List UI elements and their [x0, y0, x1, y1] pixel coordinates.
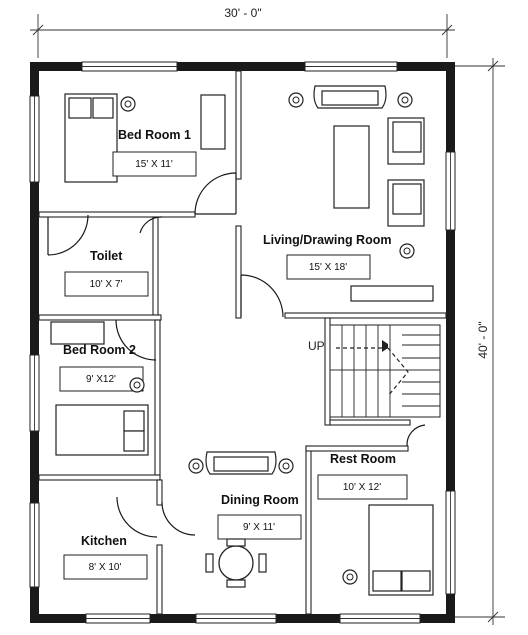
- windows: [29, 61, 456, 624]
- overall-width-label: 30' - 0": [224, 6, 261, 20]
- chair: [205, 553, 214, 573]
- kitchen: Kitchen 8' X 10': [63, 534, 148, 580]
- window-left-kitchen: [29, 502, 40, 588]
- interior-walls: [38, 70, 447, 615]
- window-top-left: [81, 61, 178, 72]
- width-dimension: 30' - 0": [30, 6, 455, 58]
- room-size-rest: 10' X 12': [343, 482, 381, 493]
- room-name-rest: Rest Room: [330, 452, 396, 466]
- room-name-toilet: Toilet: [90, 249, 123, 263]
- window-right-rest: [445, 490, 456, 595]
- window-left-bedroom1: [29, 95, 40, 183]
- window-bottom-kitchen: [85, 613, 151, 624]
- living-room: Living/Drawing Room 15' X 18': [263, 85, 434, 302]
- window-top-right: [304, 61, 398, 72]
- window-right-living: [445, 151, 456, 231]
- room-size-kitchen: 8' X 10': [89, 562, 122, 573]
- bedroom-2: Bed Room 2 9' X12': [50, 321, 149, 456]
- window-bottom-rest: [339, 613, 421, 624]
- stair-up-label: UP: [308, 339, 325, 353]
- room-size-living: 15' X 18': [309, 262, 347, 273]
- window-bottom-dining: [195, 613, 277, 624]
- staircase: UP: [308, 324, 441, 418]
- chair: [258, 553, 267, 573]
- depth-dimension: 40' - 0": [455, 58, 505, 625]
- coffee-table: [333, 125, 370, 209]
- room-size-toilet: 10' X 7': [90, 279, 123, 290]
- chair: [226, 538, 246, 547]
- tv-unit: [350, 285, 434, 302]
- toilet: Toilet 10' X 7': [64, 249, 149, 297]
- room-size-bedroom1: 15' X 11': [135, 159, 173, 170]
- chair: [226, 579, 246, 588]
- room-size-bedroom2: 9' X12': [86, 374, 116, 385]
- room-name-kitchen: Kitchen: [81, 534, 127, 548]
- room-name-bedroom2: Bed Room 2: [63, 343, 136, 357]
- room-size-dining: 9' X 11': [243, 522, 275, 533]
- rest-room: Rest Room 10' X 12': [317, 452, 434, 596]
- doors: [47, 172, 426, 538]
- wardrobe-2: [50, 321, 105, 345]
- wardrobe-1: [200, 94, 226, 150]
- bedroom-1: Bed Room 1 15' X 11': [64, 93, 226, 183]
- dining-room: Dining Room 9' X 11': [188, 451, 302, 588]
- room-name-bedroom1: Bed Room 1: [118, 128, 191, 142]
- room-name-dining: Dining Room: [221, 493, 299, 507]
- dining-table: [218, 545, 254, 581]
- overall-depth-label: 40' - 0": [476, 321, 490, 358]
- window-left-bedroom2: [29, 354, 40, 432]
- room-name-living: Living/Drawing Room: [263, 233, 391, 247]
